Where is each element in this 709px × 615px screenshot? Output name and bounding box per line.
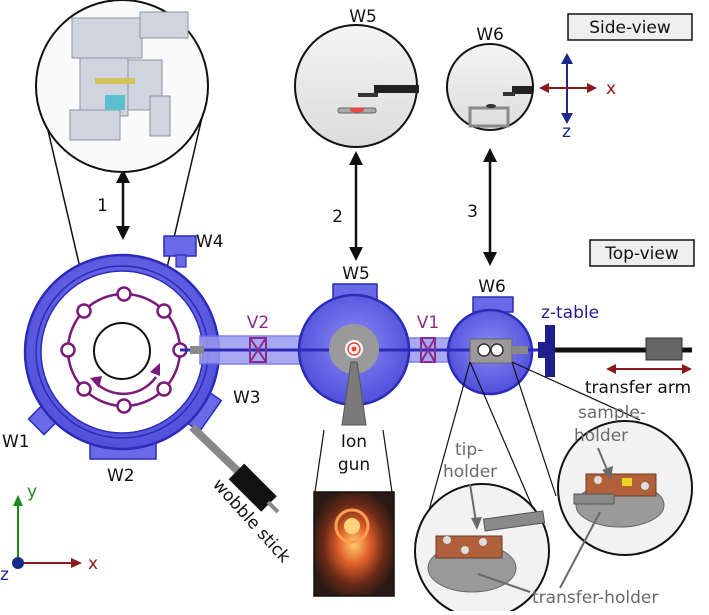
svg-text:z-table: z-table [541,303,599,323]
arrow-1: 1 [97,169,130,240]
arrow-3: 3 [467,148,497,266]
chamber-w5: W5 Ion gun [297,264,411,475]
w3-label: W3 [233,388,261,408]
transfer-holder-label: transfer-holder [477,511,658,608]
sample-holder-label: sample- holder [574,403,646,480]
svg-text:z: z [0,565,9,585]
detail-view-chamber [35,0,209,346]
ion-gun-photo [313,429,395,597]
side-view-axes: x z [539,53,616,142]
ion-gun-body [341,361,367,426]
svg-text:1: 1 [97,196,108,216]
svg-text:2: 2 [332,207,343,227]
svg-text:holder: holder [443,462,497,482]
carousel-slots [60,286,188,414]
svg-text:V2: V2 [247,313,269,333]
svg-text:Top-view: Top-view [604,244,679,264]
svg-text:Side-view: Side-view [589,18,671,38]
w1-label: W1 [2,432,30,452]
wobble-stick: wobble stick [189,424,294,567]
transfer-head [190,346,204,354]
svg-text:x: x [88,554,98,574]
valve-v2: V2 [247,313,269,363]
svg-text:gun: gun [338,455,370,475]
chamber-w6: W6 [446,277,540,396]
svg-text:W5: W5 [342,264,370,284]
svg-text:x: x [606,79,616,99]
svg-text:transfer arm: transfer arm [585,378,691,398]
svg-text:y: y [27,482,37,502]
top-view-axes: y x z [0,482,98,585]
tip-block [374,85,419,93]
arrow-2: 2 [332,151,363,261]
svg-text:sample-: sample- [578,403,646,423]
w2-label: W2 [107,466,135,486]
tip-holder-label: tip- holder [443,440,497,530]
svg-text:3: 3 [467,202,478,222]
svg-text:holder: holder [574,426,628,446]
valve-v1: V1 [417,313,439,363]
w6-side-label: W6 [476,25,504,45]
svg-text:Ion: Ion [341,432,367,452]
transfer-arm: transfer arm [555,337,692,398]
port-w4 [163,235,197,257]
side-view-w5: W5 [294,7,419,148]
w5-side-label: W5 [349,7,377,27]
side-view-label: Side-view [567,13,693,41]
svg-text:tip-: tip- [455,440,483,460]
svg-text:transfer-holder: transfer-holder [532,588,658,608]
tip-holder-zoom [414,483,550,615]
z-table: z-table [538,303,599,377]
w4-label: W4 [196,232,224,252]
svg-text:z: z [562,122,571,142]
top-view-label: Top-view [589,239,695,267]
svg-text:W6: W6 [478,277,506,297]
svg-text:V1: V1 [417,313,439,333]
side-view-w6: W6 [446,25,534,131]
